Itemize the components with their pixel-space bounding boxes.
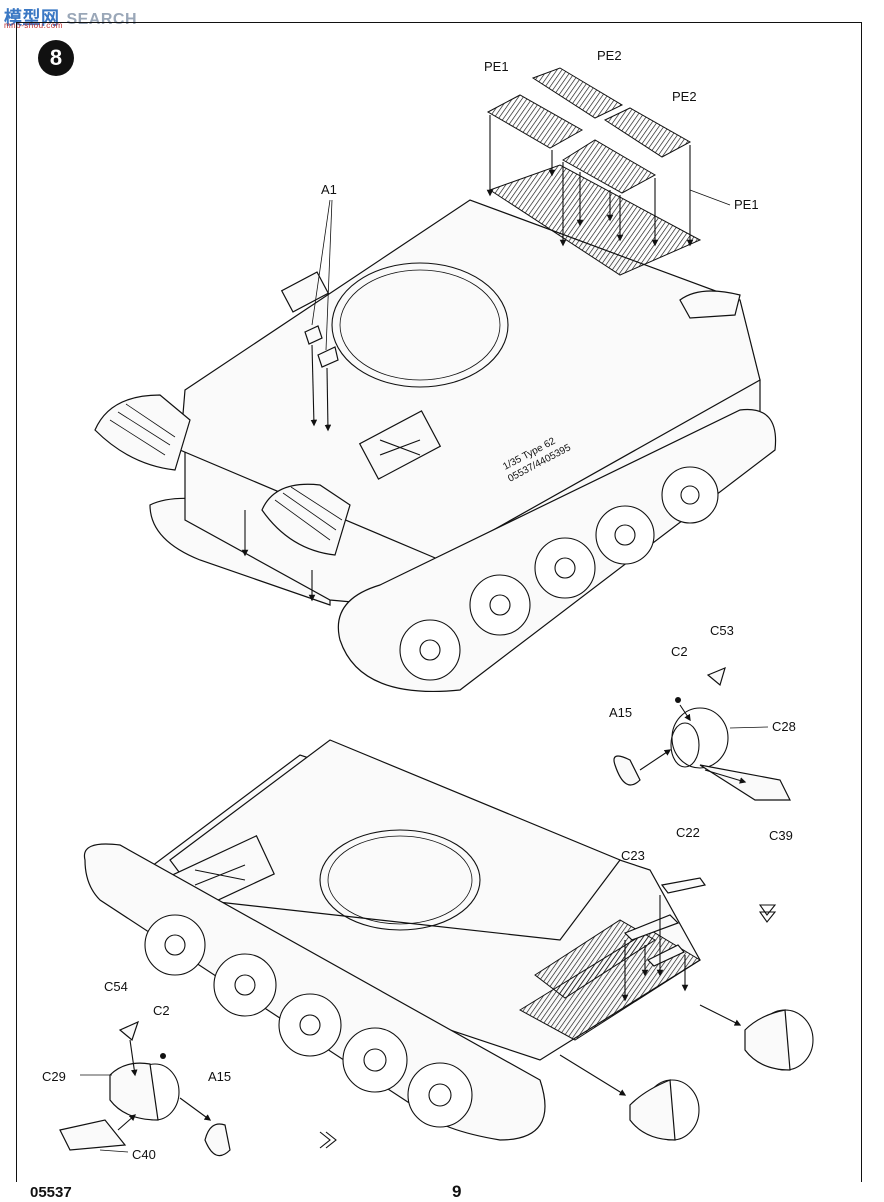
- upper-exhaust-assembly: [613, 666, 791, 801]
- label-c40: C40: [132, 1147, 156, 1162]
- lower-exhaust-assembly: [59, 1020, 337, 1157]
- label-a15-lower: A15: [208, 1069, 232, 1084]
- label-c2-lower: C2: [153, 1003, 170, 1018]
- watermark-text: SEARCH: [66, 11, 138, 28]
- step-number-badge: 8: [38, 40, 74, 76]
- lower-rear-parts: [559, 877, 814, 1141]
- pe-mesh-sheets: [486, 67, 692, 194]
- label-c22: C22: [676, 825, 700, 840]
- label-c39: C39: [769, 828, 793, 843]
- label-a15-upper: A15: [609, 705, 633, 720]
- label-c29: C29: [42, 1069, 66, 1084]
- label-c53: C53: [710, 623, 734, 638]
- label-pe2-right: PE2: [672, 89, 697, 104]
- label-pe1-right: PE1: [734, 197, 759, 212]
- page-frame: [16, 22, 862, 1182]
- label-a1: A1: [321, 182, 337, 197]
- label-pe2-top: PE2: [597, 48, 622, 63]
- watermark-cn: 模型网: [4, 8, 60, 28]
- a1-parts: [241, 199, 339, 602]
- label-c2-upper: C2: [671, 644, 688, 659]
- footer-product-code: 05537: [30, 1184, 72, 1201]
- lower-tank-left-track: [83, 843, 546, 1141]
- watermark-logo: 模型网 SEARCH mno-shou.com: [4, 4, 138, 30]
- label-pe1-top: PE1: [484, 59, 509, 74]
- watermark-url: mno-shou.com: [4, 21, 63, 30]
- label-c54: C54: [104, 979, 128, 994]
- pe-arrows: [486, 115, 731, 247]
- label-c23: C23: [621, 848, 645, 863]
- upper-tank-right-track: [337, 408, 777, 693]
- label-c28: C28: [772, 719, 796, 734]
- upper-tank-hull: 1/35 Type 62 05537/4405395: [94, 164, 761, 611]
- footer-page-number: 9: [452, 1182, 462, 1201]
